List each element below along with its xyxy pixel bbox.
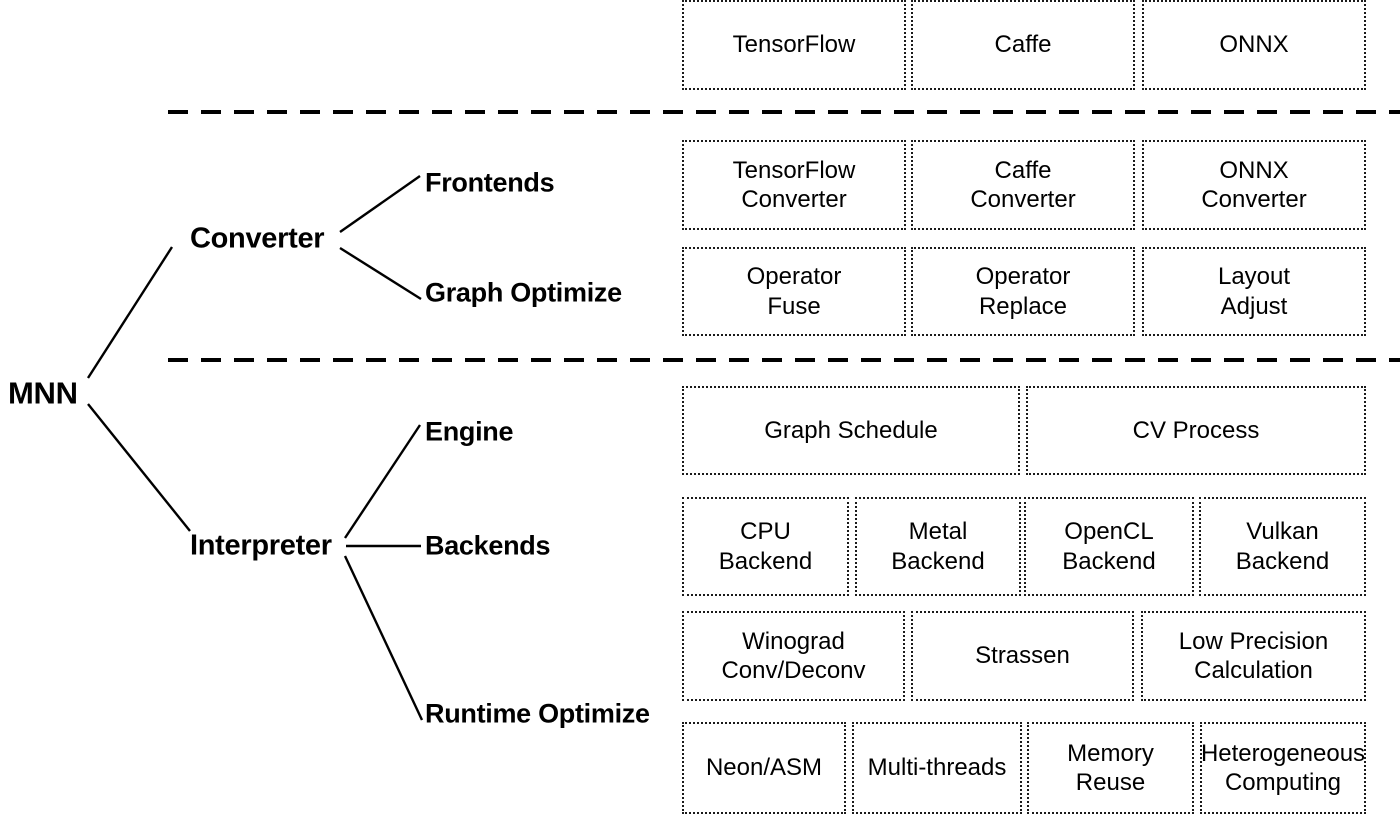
box-memory-reuse: Memory Reuse bbox=[1027, 722, 1194, 814]
box-cpu-backend: CPU Backend bbox=[682, 497, 849, 596]
box-strassen: Strassen bbox=[911, 611, 1134, 701]
box-tensorflow: TensorFlow bbox=[682, 0, 906, 90]
box-graph-schedule: Graph Schedule bbox=[682, 386, 1020, 475]
tree-node-engine: Engine bbox=[425, 416, 514, 447]
box-vulkan-backend: Vulkan Backend bbox=[1199, 497, 1366, 596]
edge-interpreter-to-runtime-optimize bbox=[343, 555, 424, 721]
box-multi-threads: Multi-threads bbox=[852, 722, 1022, 814]
tree-node-frontends: Frontends bbox=[425, 167, 555, 198]
edge-interpreter-to-engine bbox=[344, 424, 421, 539]
box-layout-adjust: Layout Adjust bbox=[1142, 247, 1366, 336]
edge-mnn-to-converter bbox=[86, 246, 174, 379]
tree-node-interpreter: Interpreter bbox=[190, 529, 332, 562]
box-opencl-backend: OpenCL Backend bbox=[1024, 497, 1194, 596]
box-tensorflow-converter: TensorFlow Converter bbox=[682, 140, 906, 230]
box-caffe: Caffe bbox=[911, 0, 1135, 90]
box-onnx: ONNX bbox=[1142, 0, 1366, 90]
box-neon-asm: Neon/ASM bbox=[682, 722, 846, 814]
box-onnx-converter: ONNX Converter bbox=[1142, 140, 1366, 230]
box-cv-process: CV Process bbox=[1026, 386, 1366, 475]
tree-node-graph-optimize: Graph Optimize bbox=[425, 277, 622, 308]
tree-node-root-mnn: MNN bbox=[8, 375, 78, 411]
edge-converter-to-frontends bbox=[339, 175, 421, 233]
tree-node-backends: Backends bbox=[425, 530, 551, 561]
box-metal-backend: Metal Backend bbox=[855, 497, 1021, 596]
edge-converter-to-graph-optimize bbox=[339, 246, 422, 301]
edge-mnn-to-interpreter bbox=[87, 403, 191, 532]
box-winograd-conv-deconv: Winograd Conv/Deconv bbox=[682, 611, 905, 701]
tree-node-runtime-optimize: Runtime Optimize bbox=[425, 698, 650, 729]
box-operator-replace: Operator Replace bbox=[911, 247, 1135, 336]
box-low-precision-calculation: Low Precision Calculation bbox=[1141, 611, 1366, 701]
box-caffe-converter: Caffe Converter bbox=[911, 140, 1135, 230]
box-operator-fuse: Operator Fuse bbox=[682, 247, 906, 336]
box-heterogeneous-computing: Heterogeneous Computing bbox=[1200, 722, 1366, 814]
tree-node-converter: Converter bbox=[190, 222, 325, 255]
